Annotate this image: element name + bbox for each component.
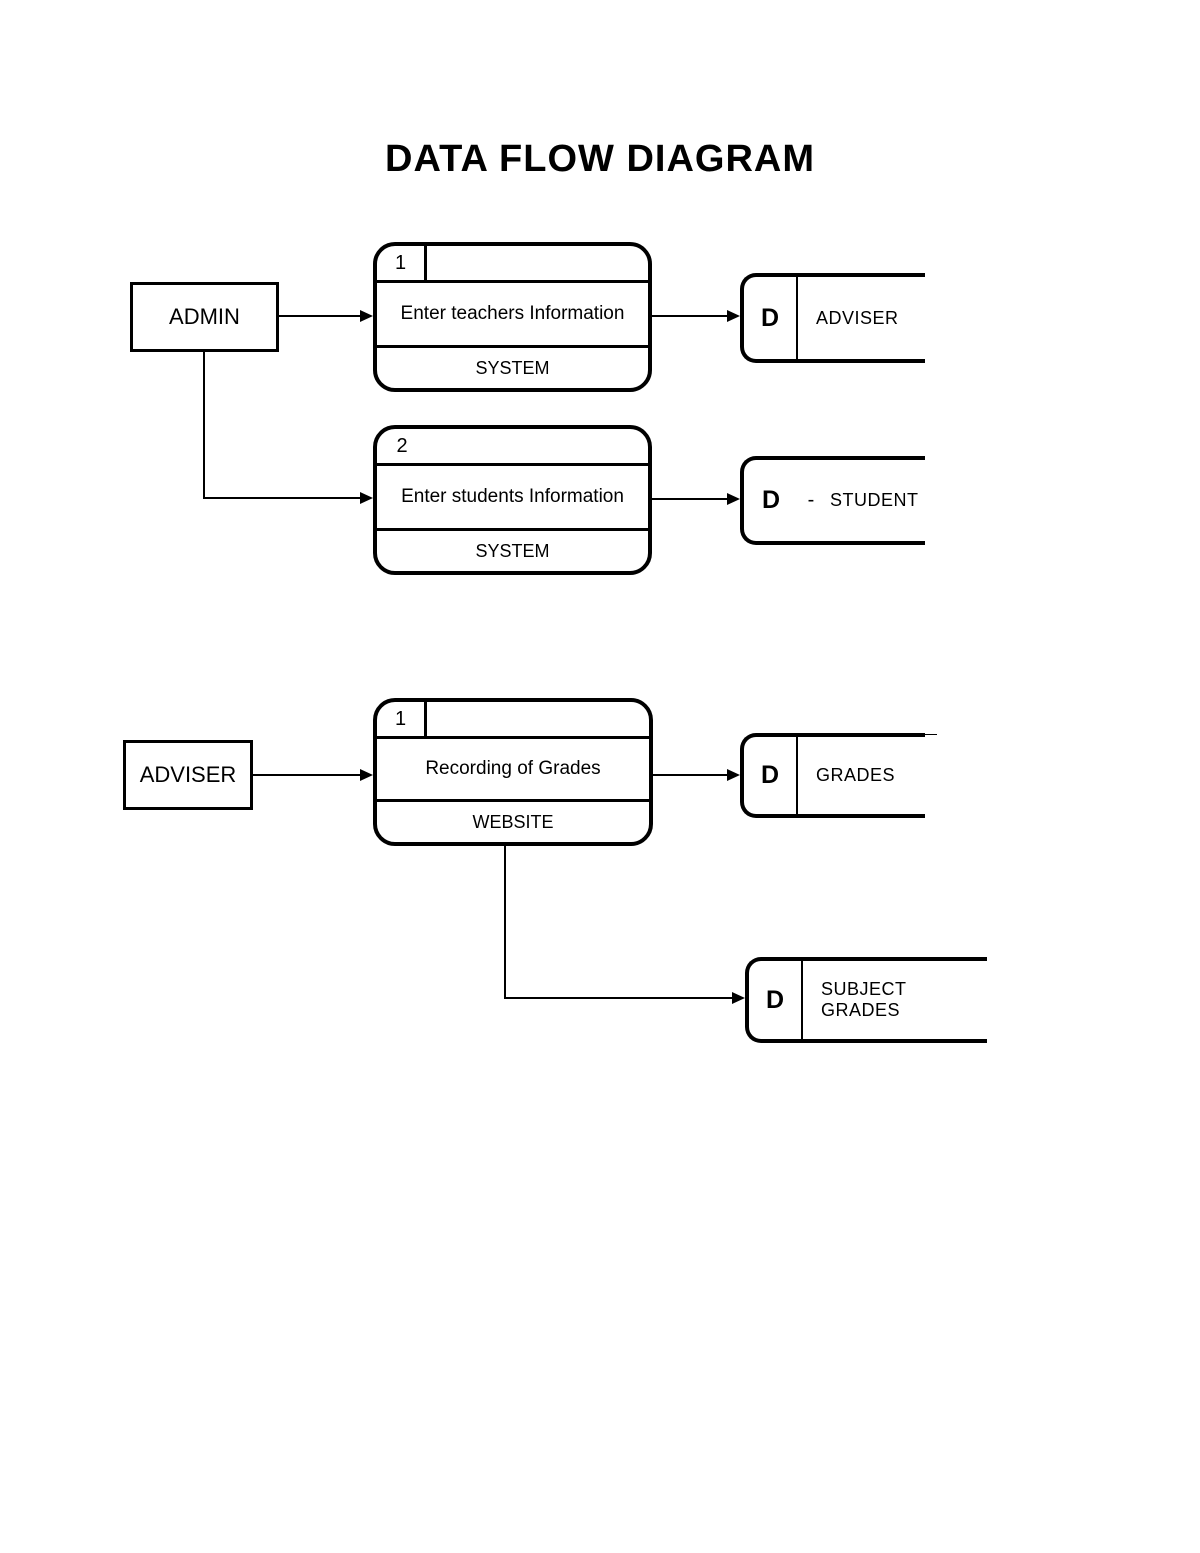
store-line-extension [905, 734, 937, 735]
process-number-band: 1 [377, 246, 648, 283]
page-title: DATA FLOW DIAGRAM [385, 138, 815, 180]
connector-adviser-to-process3 [253, 774, 361, 776]
connector-process1-to-store-adviser [652, 315, 728, 317]
process-name: Recording of Grades [377, 739, 649, 802]
process-footer: SYSTEM [475, 357, 550, 378]
process-enter-students-information: 2 Enter students Information SYSTEM [373, 425, 652, 575]
process-number-band: 2 [377, 429, 648, 466]
arrowhead-process2-to-store-student [727, 493, 740, 505]
connector-process2-to-store-student [652, 498, 728, 500]
arrowhead-process1-to-store-adviser [727, 310, 740, 322]
data-store-id: D [744, 277, 798, 359]
process-number: 2 [396, 434, 408, 457]
data-store-separator: - [807, 489, 815, 511]
process-number: 1 [377, 246, 427, 280]
process-footer: SYSTEM [475, 540, 550, 561]
connector-process3-to-store-grades [653, 774, 728, 776]
data-store-student: D - STUDENT [740, 456, 925, 545]
data-store-grades: D GRADES [740, 733, 925, 818]
external-entity-admin: ADMIN [130, 282, 279, 352]
data-store-subject-grades: D SUBJECT GRADES [745, 957, 987, 1043]
process-number: 1 [377, 702, 427, 736]
process-number-band: 1 [377, 702, 649, 739]
entity-label: ADVISER [139, 762, 237, 787]
data-store-id: D [744, 737, 798, 814]
data-store-id: D [749, 961, 803, 1039]
connector-admin-down [203, 352, 205, 499]
connector-admin-to-process2 [203, 497, 361, 499]
arrowhead-adviser-to-process3 [360, 769, 373, 781]
data-store-label: SUBJECT GRADES [821, 979, 907, 1020]
arrowhead-admin-to-process2 [360, 492, 373, 504]
data-store-label: STUDENT [830, 490, 919, 510]
arrowhead-process3-to-store-subject-grades [732, 992, 745, 1004]
process-footer: WEBSITE [472, 811, 554, 832]
entity-label: ADMIN [169, 304, 240, 329]
data-store-adviser: D ADVISER [740, 273, 925, 363]
external-entity-adviser: ADVISER [123, 740, 253, 810]
data-store-id: D [761, 486, 781, 514]
process-name: Enter students Information [377, 466, 648, 531]
process-enter-teachers-information: 1 Enter teachers Information SYSTEM [373, 242, 652, 392]
arrowhead-process3-to-store-grades [727, 769, 740, 781]
data-store-label: ADVISER [816, 307, 899, 328]
process-name: Enter teachers Information [377, 283, 648, 348]
process-recording-of-grades: 1 Recording of Grades WEBSITE [373, 698, 653, 846]
connector-process3-down [504, 846, 506, 999]
data-store-label: GRADES [816, 765, 896, 785]
arrowhead-admin-to-process1 [360, 310, 373, 322]
connector-admin-to-process1 [279, 315, 361, 317]
connector-process3-to-store-subject-grades [504, 997, 733, 999]
